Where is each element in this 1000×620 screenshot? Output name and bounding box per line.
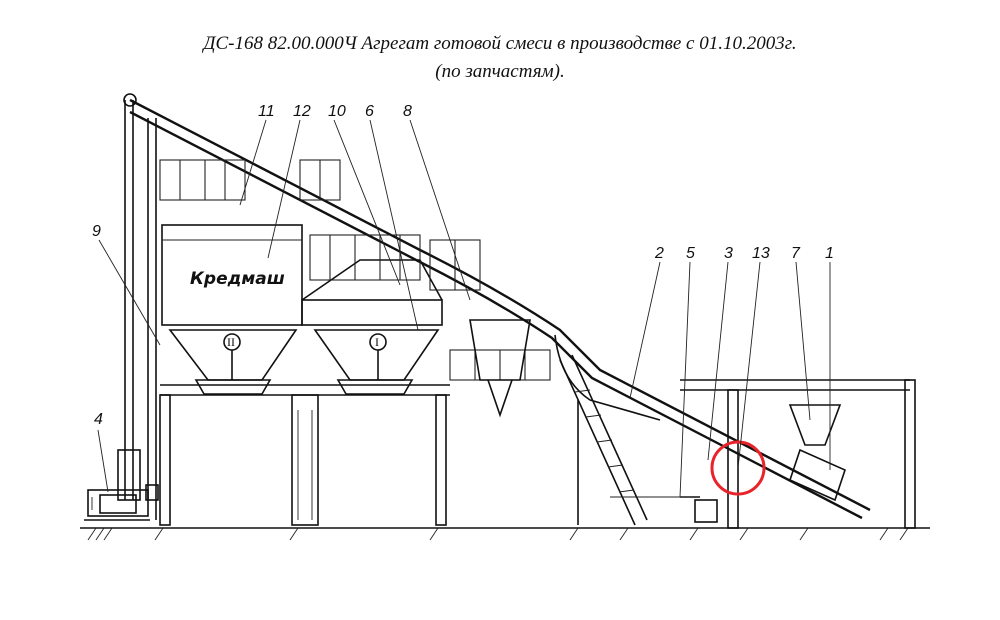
title-line-2: (по запчастям). — [435, 61, 565, 82]
callout-labels: 11 12 10 6 8 9 2 5 3 13 7 1 4 — [92, 103, 834, 428]
callout-6: 6 — [365, 103, 374, 120]
stair — [559, 354, 648, 526]
callout-13: 13 — [752, 245, 770, 262]
bucket-elevator — [117, 93, 159, 520]
hopper-2-mark: II — [227, 335, 235, 349]
callout-11: 11 — [258, 103, 275, 120]
callout-12: 12 — [293, 103, 311, 120]
callout-8: 8 — [403, 103, 412, 120]
mixer — [469, 319, 531, 418]
hopper-1-mark: I — [375, 335, 379, 349]
callout-2: 2 — [654, 245, 664, 262]
highlight-circle — [710, 440, 766, 496]
support-frame — [159, 384, 450, 526]
title-line-1: ДС-168 82.00.000Ч Агрегат готовой смеси … — [203, 33, 797, 54]
drawing-title: ДС-168 82.00.000Ч Агрегат готовой смеси … — [0, 30, 1000, 86]
callout-7: 7 — [791, 245, 801, 262]
ground — [80, 527, 930, 541]
brand-label: Кредмаш — [190, 269, 285, 289]
leader-lines — [97, 119, 831, 498]
callout-9: 9 — [92, 223, 101, 240]
callout-5: 5 — [686, 245, 695, 262]
callout-10: 10 — [328, 103, 346, 120]
callout-3: 3 — [724, 245, 733, 262]
motor-unit — [84, 489, 150, 521]
callout-1: 1 — [825, 245, 834, 262]
callout-4: 4 — [94, 411, 103, 428]
hopper-2: II Кредмаш — [161, 224, 303, 395]
top-platforms — [159, 159, 551, 381]
